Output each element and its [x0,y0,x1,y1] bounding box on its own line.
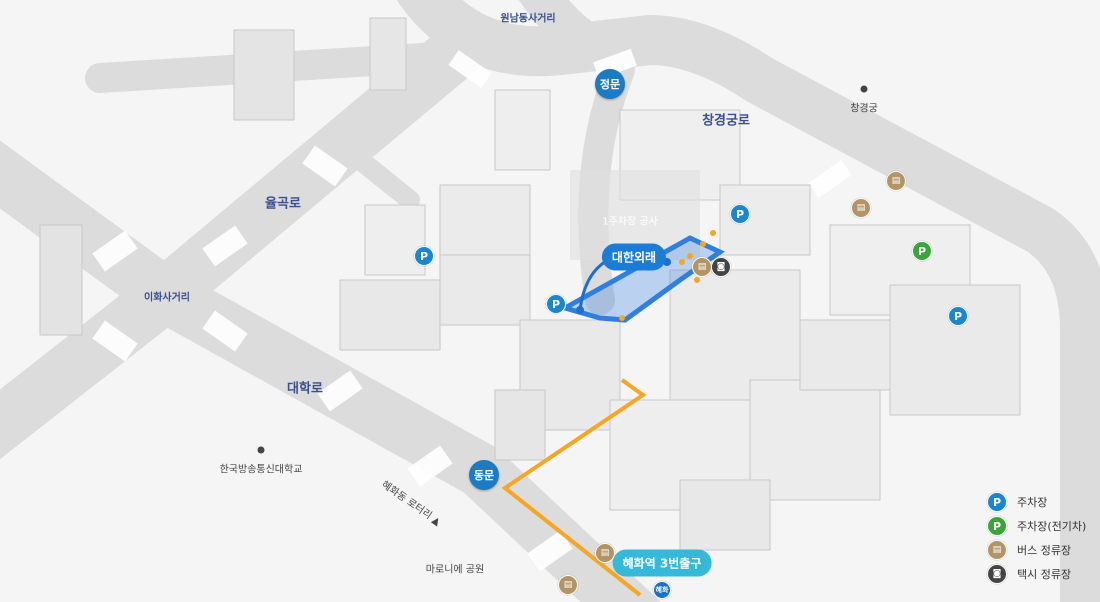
taxi-icon: ◙ [987,564,1007,584]
bus-stop-marker[interactable]: ▤ [851,198,871,218]
ev-parking-marker[interactable]: P [912,241,932,261]
label-changgyeonggung-ro: 창경궁로 [702,113,750,129]
legend-bus: ▤ 버스 정류장 [987,538,1086,562]
legend-label: 택시 정류장 [1017,568,1072,581]
parking-icon: P [987,492,1007,512]
walking-route [501,378,647,597]
bus-stop-marker[interactable]: ▤ [692,257,712,277]
parking-marker[interactable]: P [414,246,434,266]
bus-stop-marker[interactable]: ▤ [886,171,906,191]
label-yulgok-ro: 율곡로 [265,196,301,212]
legend-label: 주차장(전기차) [1017,520,1087,533]
buildings [39,17,1021,551]
ev-parking-icon: P [987,516,1007,536]
parking-marker[interactable]: P [546,294,566,314]
bus-stop-marker[interactable]: ▤ [558,575,578,595]
legend-taxi: ◙ 택시 정류장 [987,562,1086,586]
label-parking-construction: 1주차장 공사 [602,216,658,228]
main-gate-marker[interactable]: 정문 [595,69,625,99]
subway-station-icon: 혜화 [653,581,671,599]
label-wonnam: 원남동사거리 [500,13,556,25]
outpatient-callout[interactable]: 대한외래 [601,243,667,271]
place-dot [257,446,265,454]
east-gate-marker[interactable]: 동문 [469,460,499,490]
station-exit-callout[interactable]: 혜화역 3번출구 [612,549,712,577]
parking-marker[interactable]: P [730,204,750,224]
route-dots [619,230,716,321]
legend-label: 주차장 [1017,496,1048,509]
legend-label: 버스 정류장 [1017,544,1072,557]
bus-icon: ▤ [987,540,1007,560]
parking-marker[interactable]: P [948,306,968,326]
label-knou: 한국방송통신대학교 [219,464,303,476]
bus-stop-marker[interactable]: ▤ [595,543,615,563]
taxi-stand-marker[interactable]: ◙ [711,257,731,277]
label-changgyeonggung: 창경궁 [850,103,878,115]
label-daehak-ro: 대학로 [287,381,323,397]
legend-parking: P 주차장 [987,490,1086,514]
map-legend: P 주차장 P 주차장(전기차) ▤ 버스 정류장 ◙ 택시 정류장 [987,490,1086,586]
outpatient-area-highlight[interactable] [558,235,725,323]
place-dot [860,85,868,93]
label-ihwa: 이화사거리 [144,292,190,304]
legend-ev-parking: P 주차장(전기차) [987,514,1086,538]
label-marronnier: 마로니에 공원 [425,564,485,576]
